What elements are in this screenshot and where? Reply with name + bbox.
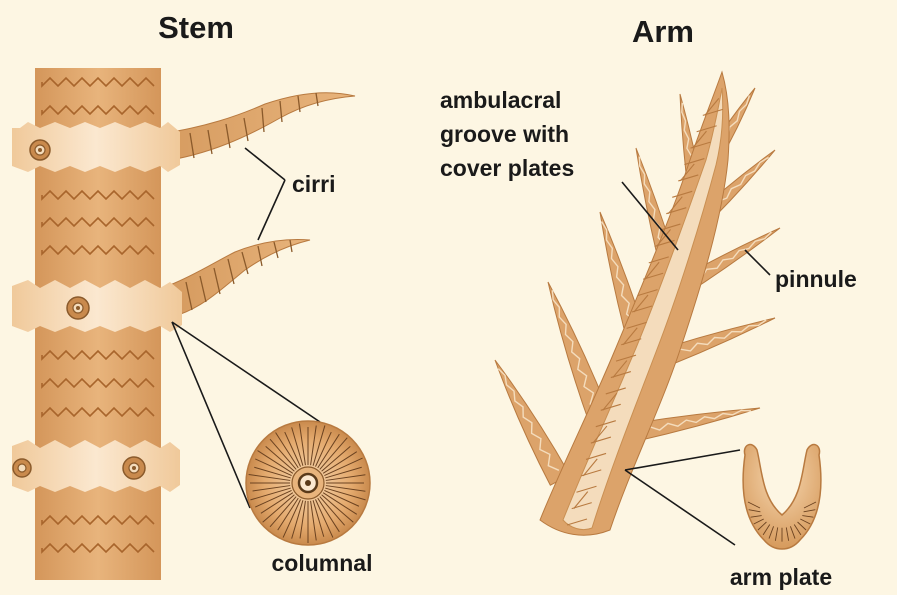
stem-band-middle	[12, 280, 182, 332]
label-arm-plate: arm plate	[730, 564, 832, 590]
label-cirri: cirri	[292, 171, 335, 197]
label-pinnule: pinnule	[775, 266, 857, 292]
stem-band-lower	[12, 440, 180, 492]
arm-title: Arm	[632, 14, 694, 49]
cirri-leader-lines	[245, 148, 285, 240]
cirrus-lower	[170, 240, 310, 316]
stem-title: Stem	[158, 10, 234, 45]
pinnule-leader-line	[745, 250, 770, 275]
label-ambulacral-line3: cover plates	[440, 155, 574, 181]
arm-plate-leader-lines	[625, 450, 740, 545]
label-columnal: columnal	[272, 550, 373, 576]
arm-plate-cross-section	[743, 445, 821, 549]
label-ambulacral-line1: ambulacral	[440, 87, 561, 113]
stem-band-upper	[12, 122, 180, 172]
columnal-cross-section	[246, 421, 370, 545]
label-ambulacral-line2: groove with	[440, 121, 569, 147]
cirrus-upper	[152, 93, 355, 162]
